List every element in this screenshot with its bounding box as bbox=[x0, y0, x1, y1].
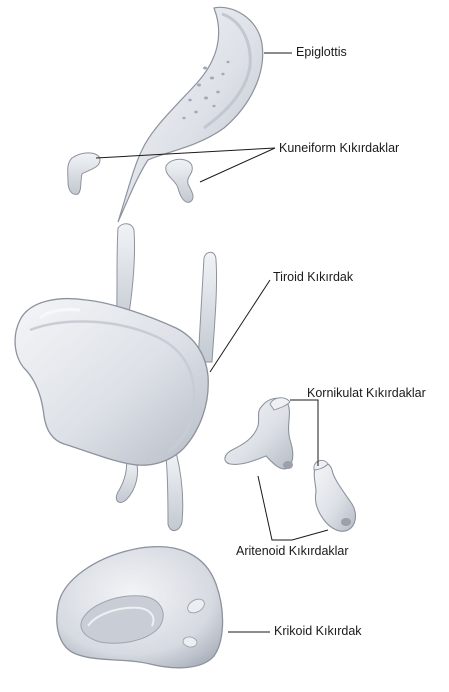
aritenoid-left-facet bbox=[283, 461, 293, 469]
aritenoid-left-shape bbox=[225, 398, 293, 469]
label-aritenoid: Aritenoid Kıkırdaklar bbox=[236, 544, 349, 558]
label-epiglottis: Epiglottis bbox=[296, 45, 347, 59]
aritenoid-right-facet bbox=[341, 518, 351, 526]
leader-tiroid bbox=[210, 280, 270, 372]
label-kornikulat: Kornikulat Kıkırdaklar bbox=[307, 386, 426, 400]
label-tiroid: Tiroid Kıkırdak bbox=[273, 270, 353, 284]
leader-kuneiform-right bbox=[200, 148, 275, 182]
label-krikoid: Krikoid Kıkırdak bbox=[274, 624, 362, 638]
label-kuneiform: Kuneiform Kıkırdaklar bbox=[279, 141, 399, 155]
leader-kornikulat bbox=[290, 400, 318, 466]
tiroid-shape bbox=[15, 224, 216, 531]
kuneiform-right-shape bbox=[166, 159, 193, 202]
leader-kuneiform-left bbox=[96, 148, 275, 158]
krikoid-shape bbox=[57, 547, 223, 668]
kuneiform-left-shape bbox=[68, 153, 100, 194]
aritenoid-right-shape bbox=[314, 463, 355, 532]
